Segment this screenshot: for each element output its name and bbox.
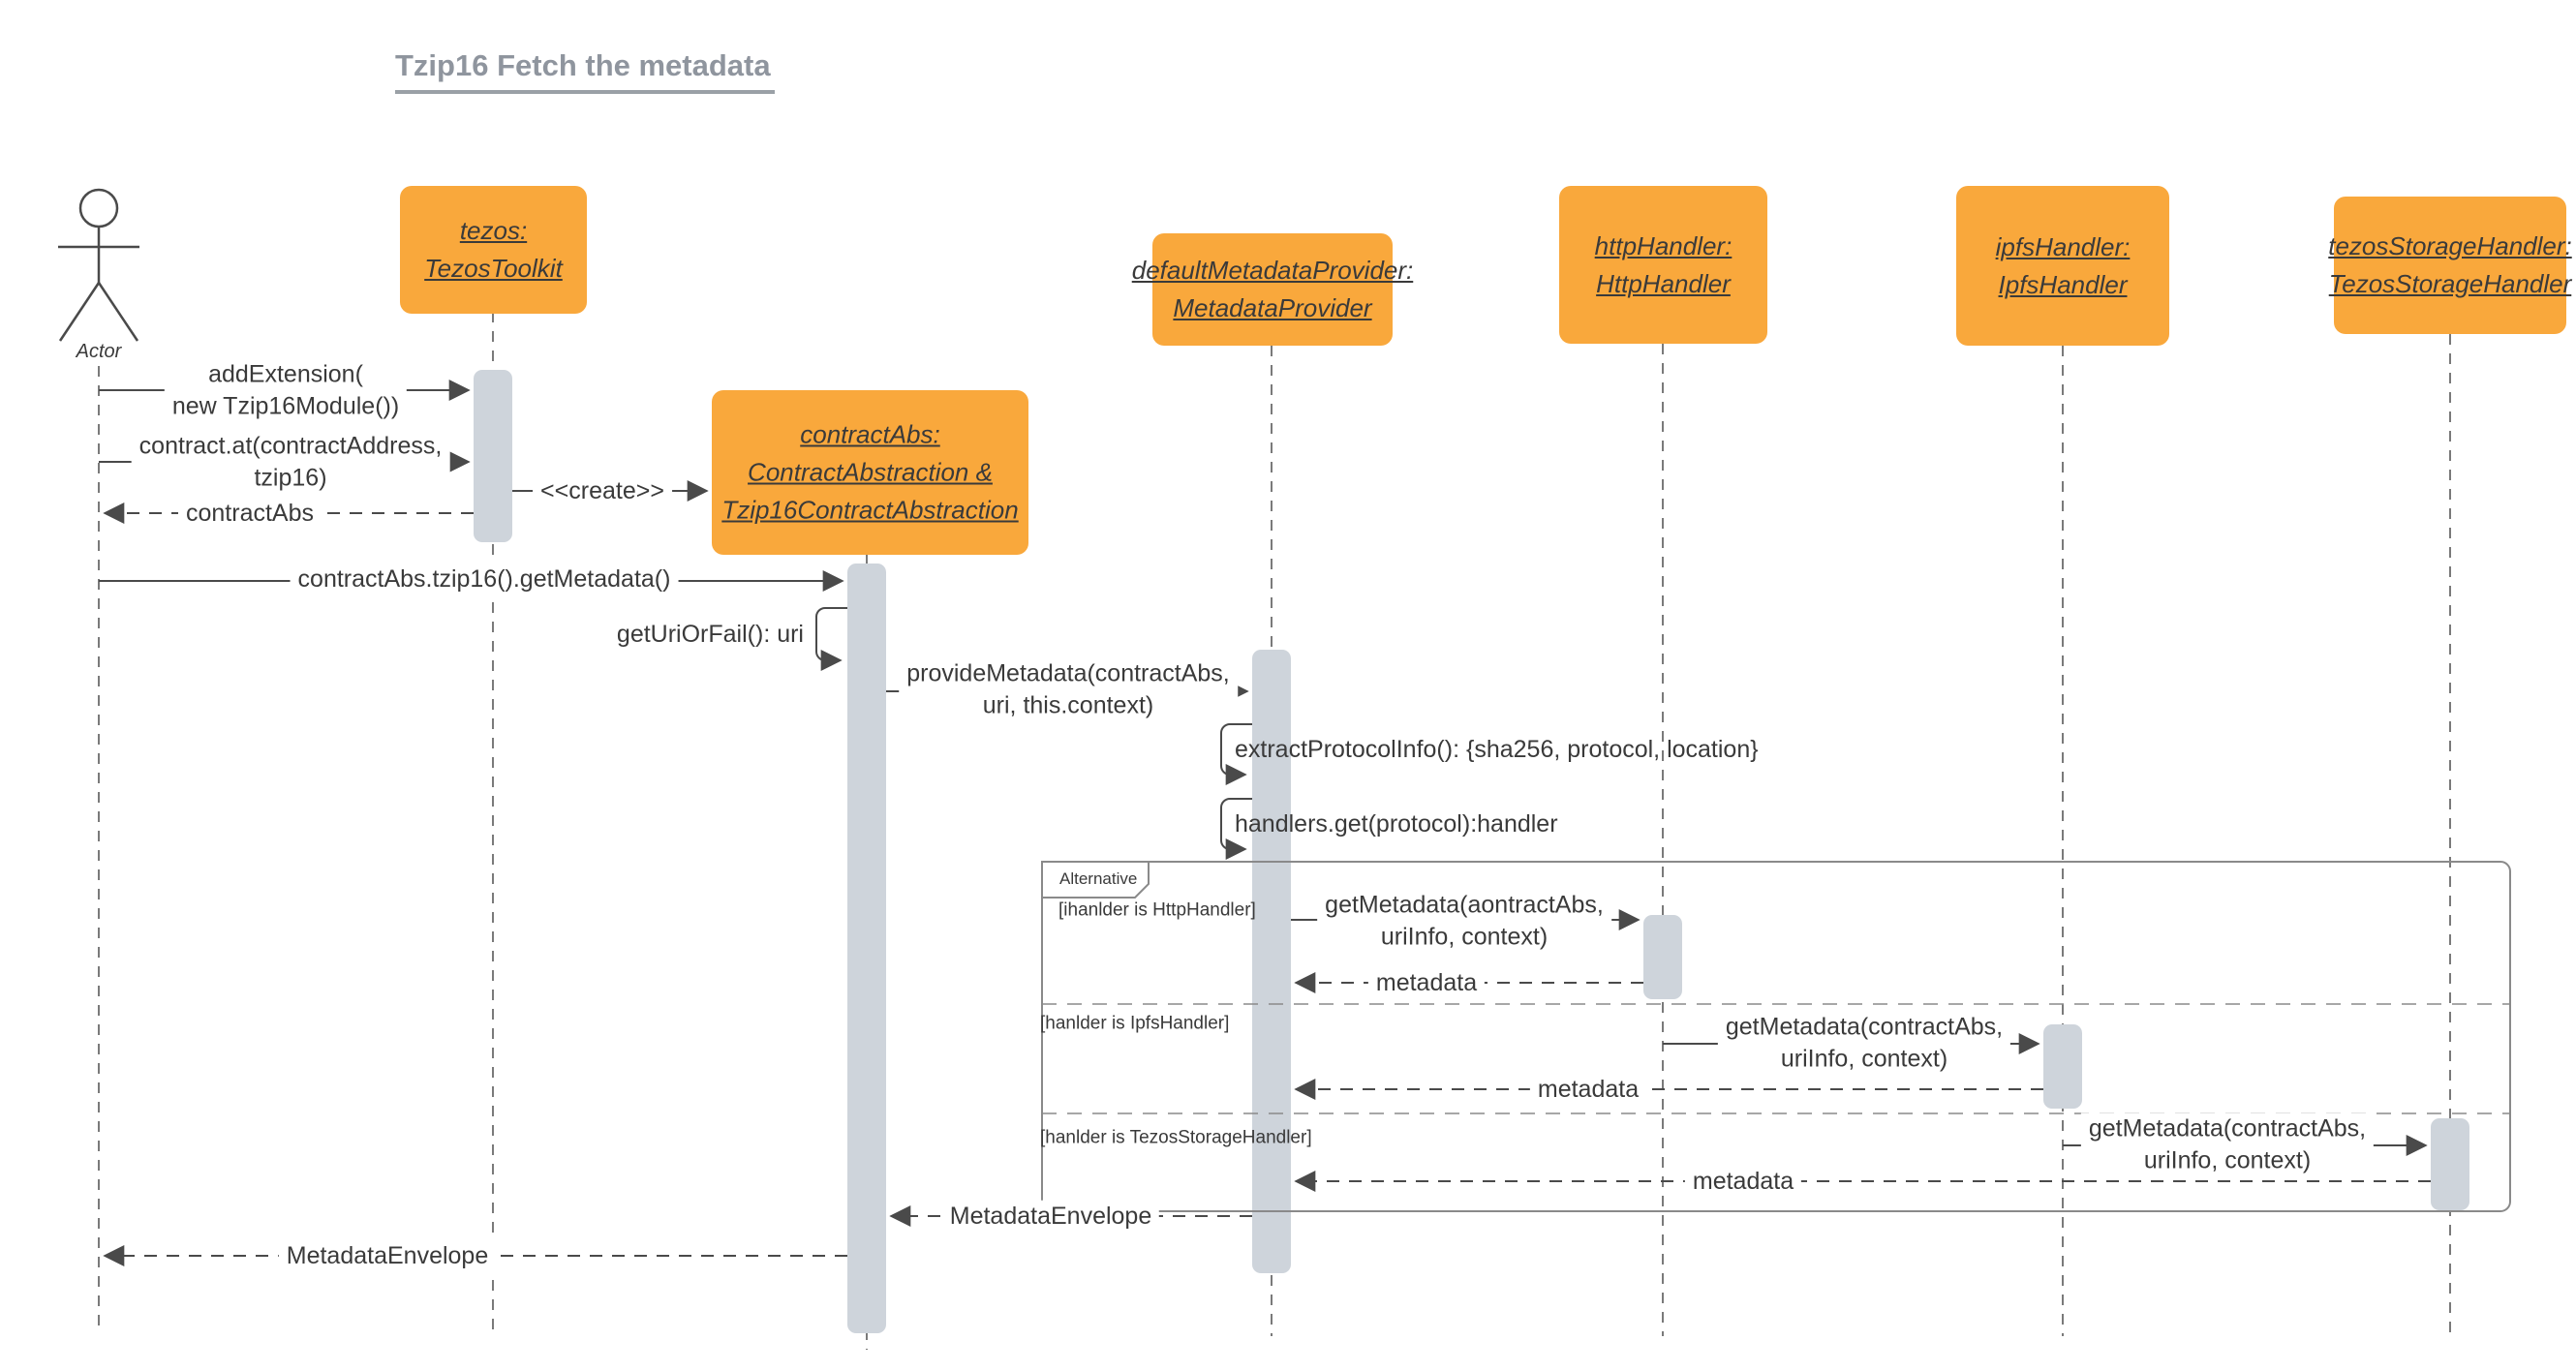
- message-label-provide-metadata: provideMetadata(contractAbs, uri, this.c…: [899, 657, 1238, 721]
- alt-frame: [1041, 861, 2511, 1212]
- participant-box-ipfshandler: ipfsHandler: IpfsHandler: [1956, 186, 2169, 346]
- alt2-guard: [hanlder is IpfsHandler]: [1040, 1013, 1230, 1034]
- participant-box-metadataprovider: defaultMetadataProvider: MetadataProvide…: [1132, 233, 1413, 346]
- participant-label-tezosstoragehandler: tezosStorageHandler: TezosStorageHandler: [2328, 231, 2572, 298]
- alt2-return-label: metadata: [1529, 1073, 1647, 1106]
- activation-metadataprovider: [1252, 650, 1291, 1273]
- participant-box-tezosstoragehandler: tezosStorageHandler: TezosStorageHandler: [2328, 197, 2572, 334]
- alt3-guard: [hanlder is TezosStorageHandler]: [1040, 1127, 1312, 1148]
- alt-frame-tab: [1041, 861, 1150, 899]
- alt1-call-label: getMetadata(aontractAbs, uriInfo, contex…: [1317, 889, 1611, 953]
- activation-httphandler: [1643, 915, 1682, 999]
- participant-label-tezos: tezos: TezosToolkit: [424, 216, 563, 283]
- self-loop-handlers-get: [1220, 798, 1252, 860]
- actor-figure: [58, 188, 139, 342]
- alt-frame-label: Alternative: [1059, 868, 1138, 888]
- alt1-guard: [ihanlder is HttpHandler]: [1058, 899, 1256, 921]
- message-label-create: <<create>>: [533, 474, 672, 507]
- self-message-label-extract-protocol-info: extractProtocolInfo(): {sha256, protocol…: [1235, 735, 1759, 763]
- return-label-contractabs: contractAbs: [177, 497, 322, 530]
- participant-box-tezos: tezos: TezosToolkit: [400, 186, 587, 314]
- activation-tezosstoragehandler: [2431, 1118, 2469, 1210]
- diagram-title: Tzip16 Fetch the metadata: [395, 48, 775, 94]
- alt1-return-label: metadata: [1367, 966, 1486, 999]
- participant-label-metadataprovider: defaultMetadataProvider: MetadataProvide…: [1131, 256, 1414, 322]
- activation-ipfshandler: [2043, 1024, 2082, 1109]
- self-message-label-get-uri-or-fail: getUriOrFail(): uri: [616, 620, 804, 648]
- return-label-metadata-envelope-provider: MetadataEnvelope: [941, 1200, 1160, 1233]
- activation-tezos: [474, 370, 512, 542]
- message-label-add-extension: addExtension( new Tzip16Module()): [164, 358, 408, 422]
- participant-box-contractabs: contractAbs: ContractAbstraction & Tzip1…: [712, 390, 1028, 555]
- participant-label-contractabs: contractAbs: ContractAbstraction & Tzip1…: [721, 419, 1019, 525]
- participant-label-ipfshandler: ipfsHandler: IpfsHandler: [1995, 231, 2131, 299]
- actor-label: Actor: [76, 341, 122, 362]
- participant-box-httphandler: httpHandler: HttpHandler: [1559, 186, 1767, 344]
- alt2-call-label: getMetadata(contractAbs, uriInfo, contex…: [1717, 1011, 2011, 1075]
- alt3-call-label: getMetadata(contractAbs, uriInfo, contex…: [2080, 1112, 2375, 1176]
- self-message-label-handlers-get: handlers.get(protocol):handler: [1235, 809, 1558, 838]
- self-loop-extract-protocol-info: [1220, 723, 1252, 785]
- message-label-get-metadata: contractAbs.tzip16().getMetadata(): [290, 563, 679, 595]
- participant-label-httphandler: httpHandler: HttpHandler: [1594, 230, 1733, 298]
- self-loop-get-uri-or-fail: [815, 607, 847, 671]
- return-label-metadata-envelope-actor: MetadataEnvelope: [278, 1239, 497, 1272]
- activation-contractabs: [847, 564, 886, 1333]
- message-label-contract-at: contract.at(contractAddress, tzip16): [131, 430, 450, 494]
- alt3-return-label: metadata: [1684, 1165, 1802, 1198]
